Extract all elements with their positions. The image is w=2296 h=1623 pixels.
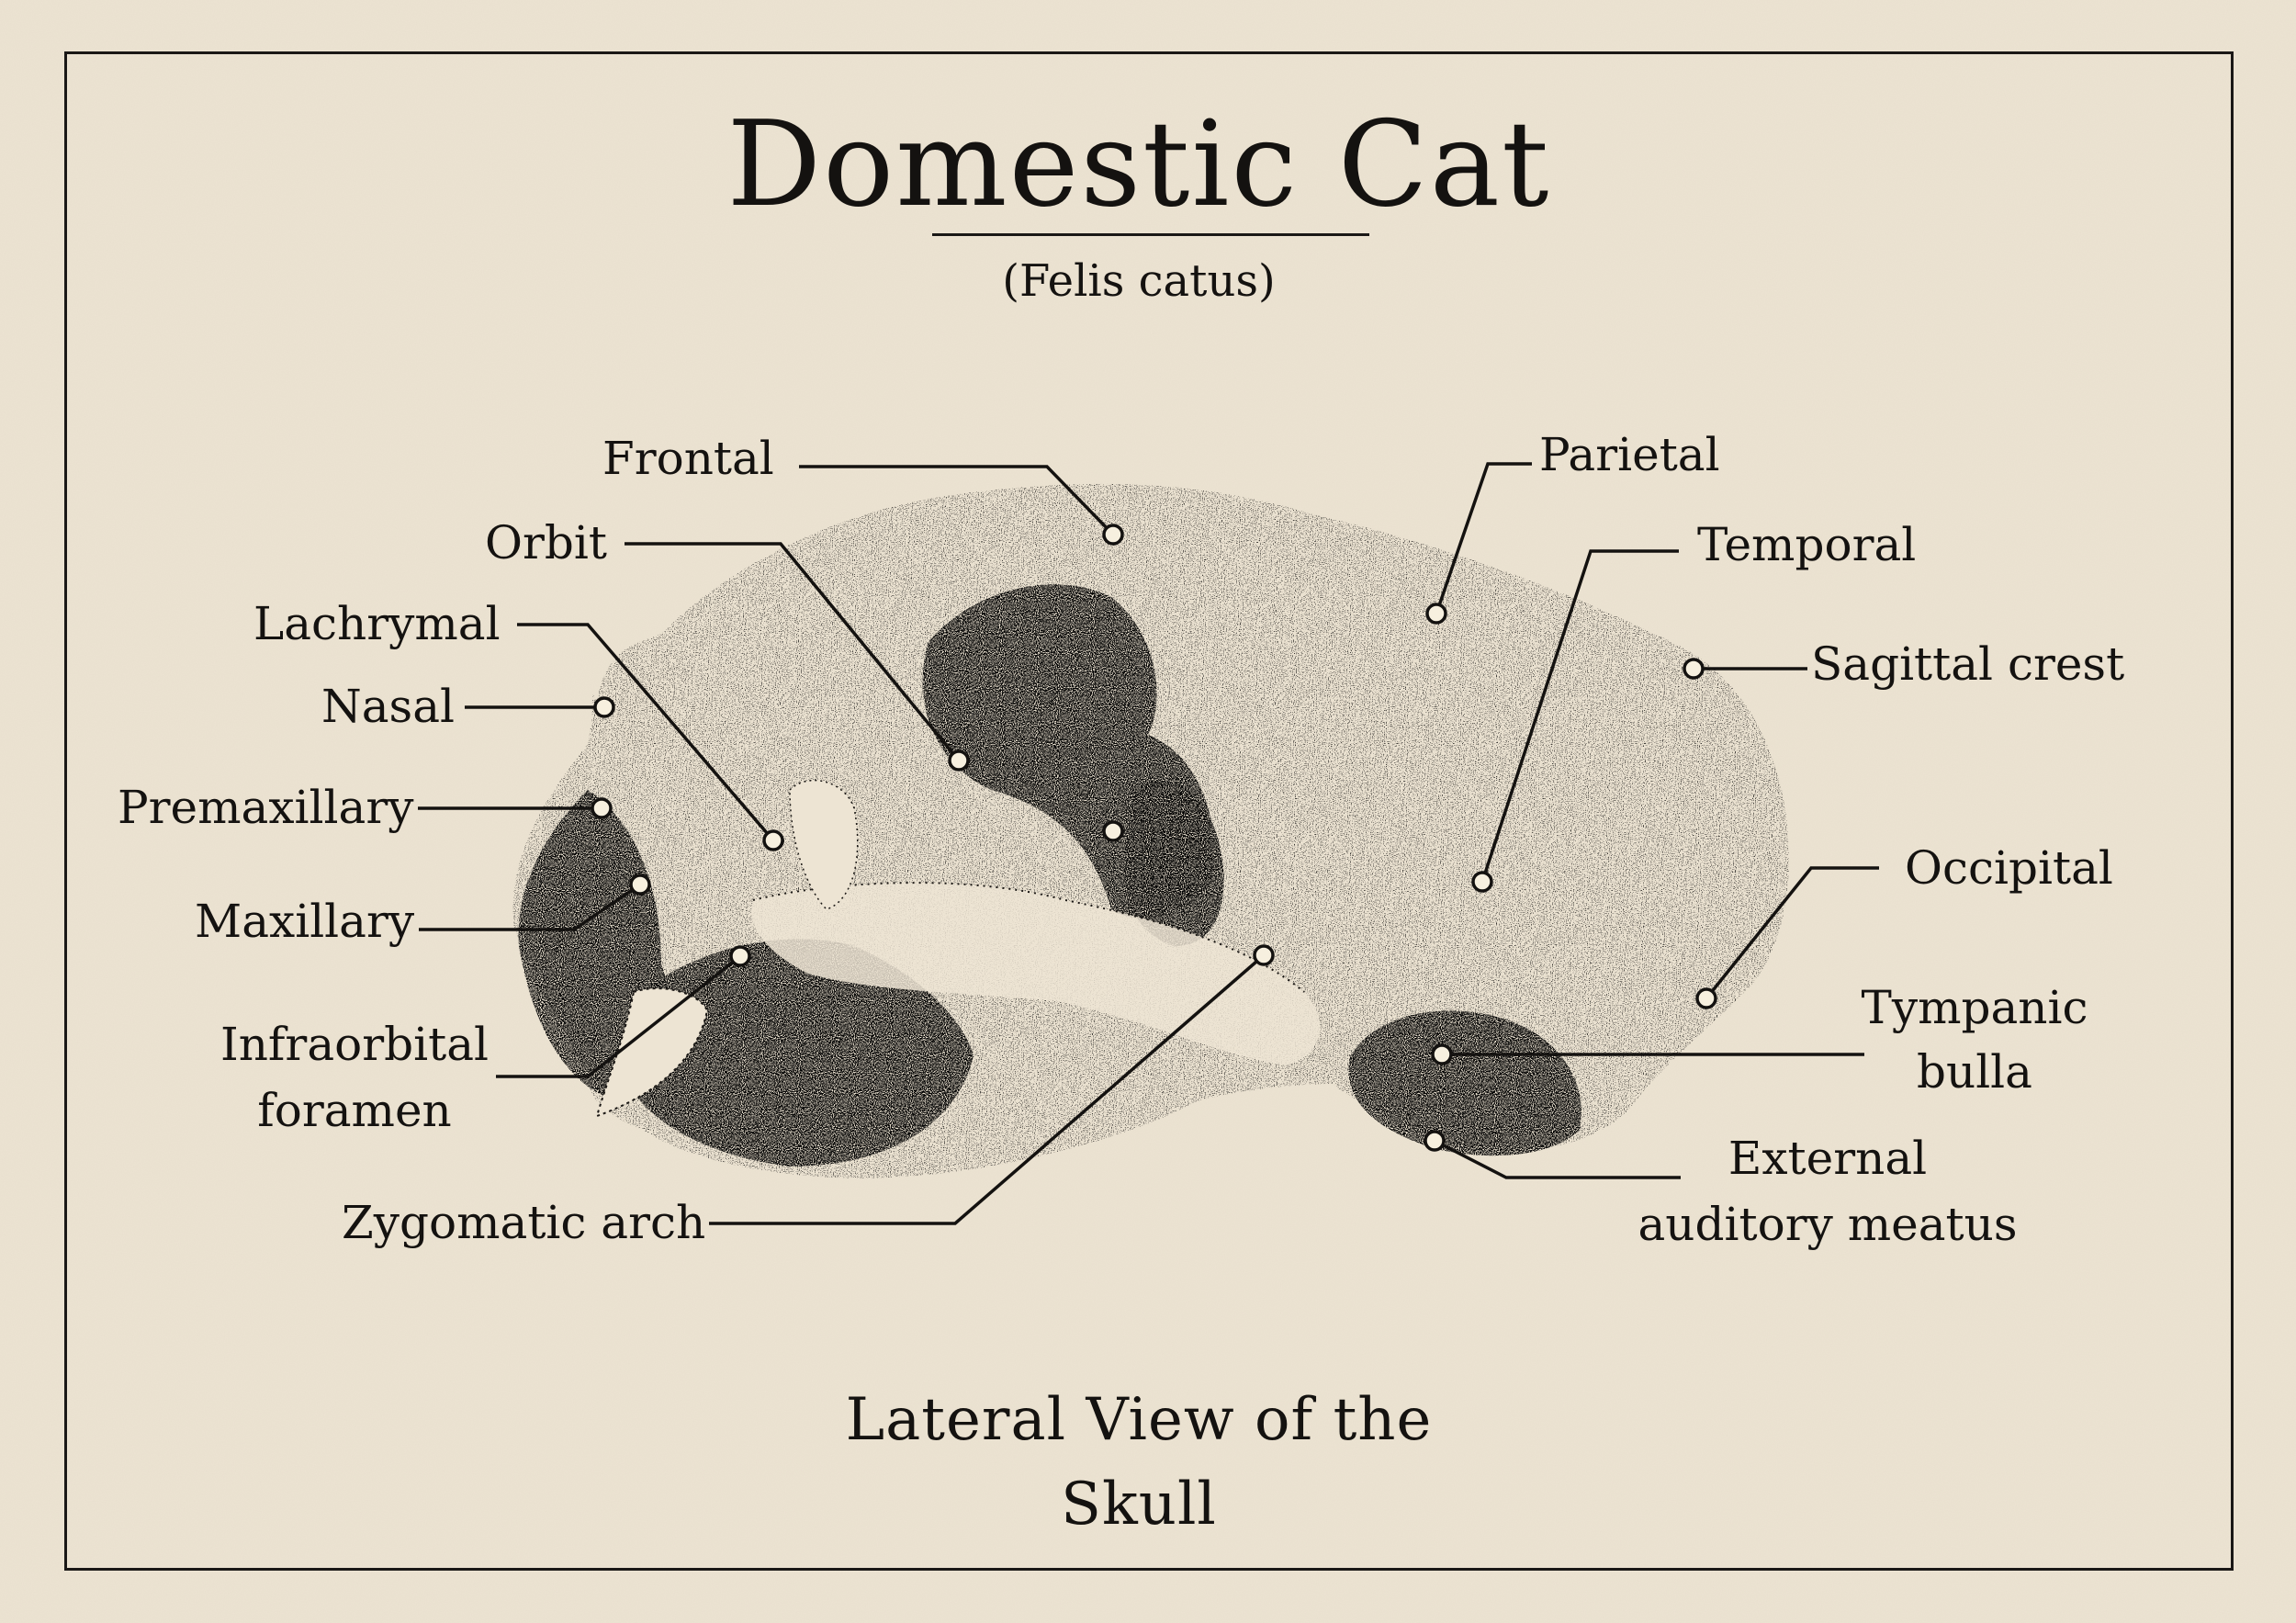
nasal-cavity xyxy=(789,779,859,910)
leader-temporal xyxy=(1480,549,1679,883)
leader-maxillary xyxy=(419,883,641,931)
label-nasal: Nasal xyxy=(321,680,456,733)
marker-lachrymal xyxy=(762,829,784,851)
title-underline xyxy=(932,233,1369,236)
label-maxillary: Maxillary xyxy=(195,895,415,948)
leader-lines xyxy=(418,462,1879,1225)
label-infraorbital-foramen-line2: foramen xyxy=(257,1084,452,1137)
point-markers xyxy=(591,524,1717,1152)
plate-border xyxy=(64,51,2234,1571)
label-external-auditory-meatus-line1: External xyxy=(1728,1132,1928,1185)
leader-lachrymal xyxy=(517,623,775,842)
label-orbit: Orbit xyxy=(485,516,607,569)
label-temporal: Temporal xyxy=(1697,518,1917,571)
label-tympanic-bulla-line2: bulla xyxy=(1916,1045,2032,1099)
leader-occipital xyxy=(1705,866,1879,1000)
marker-maxillary xyxy=(629,873,651,896)
leader-infraorbital xyxy=(496,954,742,1078)
marker-parietal xyxy=(1425,603,1447,625)
marker-occipital xyxy=(1695,987,1717,1009)
label-parietal: Parietal xyxy=(1539,428,1720,481)
marker-sagittal xyxy=(1683,658,1705,680)
label-zygomatic-arch: Zygomatic arch xyxy=(342,1196,706,1249)
leader-meatus xyxy=(1434,1139,1681,1179)
label-premaxillary: Premaxillary xyxy=(118,781,414,834)
label-occipital: Occipital xyxy=(1905,841,2113,895)
label-infraorbital-foramen-line1: Infraorbital xyxy=(219,1018,490,1071)
skull-drawing xyxy=(512,483,1789,1178)
caption-line2: Skull xyxy=(1061,1471,1217,1538)
label-frontal: Frontal xyxy=(602,432,774,485)
marker-tympanic xyxy=(1431,1043,1453,1065)
label-external-auditory-meatus-line2: auditory meatus xyxy=(1638,1198,2018,1251)
marker-premaxillary xyxy=(591,797,613,819)
bulla-shadow xyxy=(1348,1010,1581,1156)
leader-parietal xyxy=(1435,462,1532,614)
label-tympanic-bulla-line1: Tympanic xyxy=(1861,981,2088,1034)
page-subtitle: (Felis catus) xyxy=(1002,255,1276,307)
marker-extra xyxy=(1102,820,1124,842)
marker-meatus xyxy=(1424,1130,1446,1152)
marker-frontal xyxy=(1102,524,1124,546)
zygomatic-bone xyxy=(751,883,1321,1065)
marker-zygomatic xyxy=(1253,944,1275,966)
marker-infraorbital xyxy=(729,945,751,967)
marker-orbit xyxy=(948,750,970,772)
marker-nasal xyxy=(593,696,615,718)
leader-orbit xyxy=(625,542,961,762)
jaw-shadow xyxy=(629,939,974,1167)
page-title: Domestic Cat xyxy=(726,96,1551,233)
fossa-shadow xyxy=(1124,780,1224,946)
zygomatic-arch-edge xyxy=(752,882,1305,993)
diagram-caption: Lateral View of the Skull xyxy=(0,1378,2278,1547)
leader-frontal xyxy=(799,465,1115,536)
caption-line1: Lateral View of the xyxy=(845,1386,1433,1454)
label-lachrymal: Lachrymal xyxy=(253,597,501,650)
marker-temporal xyxy=(1471,871,1493,893)
canine-tooth xyxy=(595,987,709,1118)
label-sagittal-crest: Sagittal crest xyxy=(1811,637,2125,691)
leader-zygomatic xyxy=(709,953,1266,1225)
